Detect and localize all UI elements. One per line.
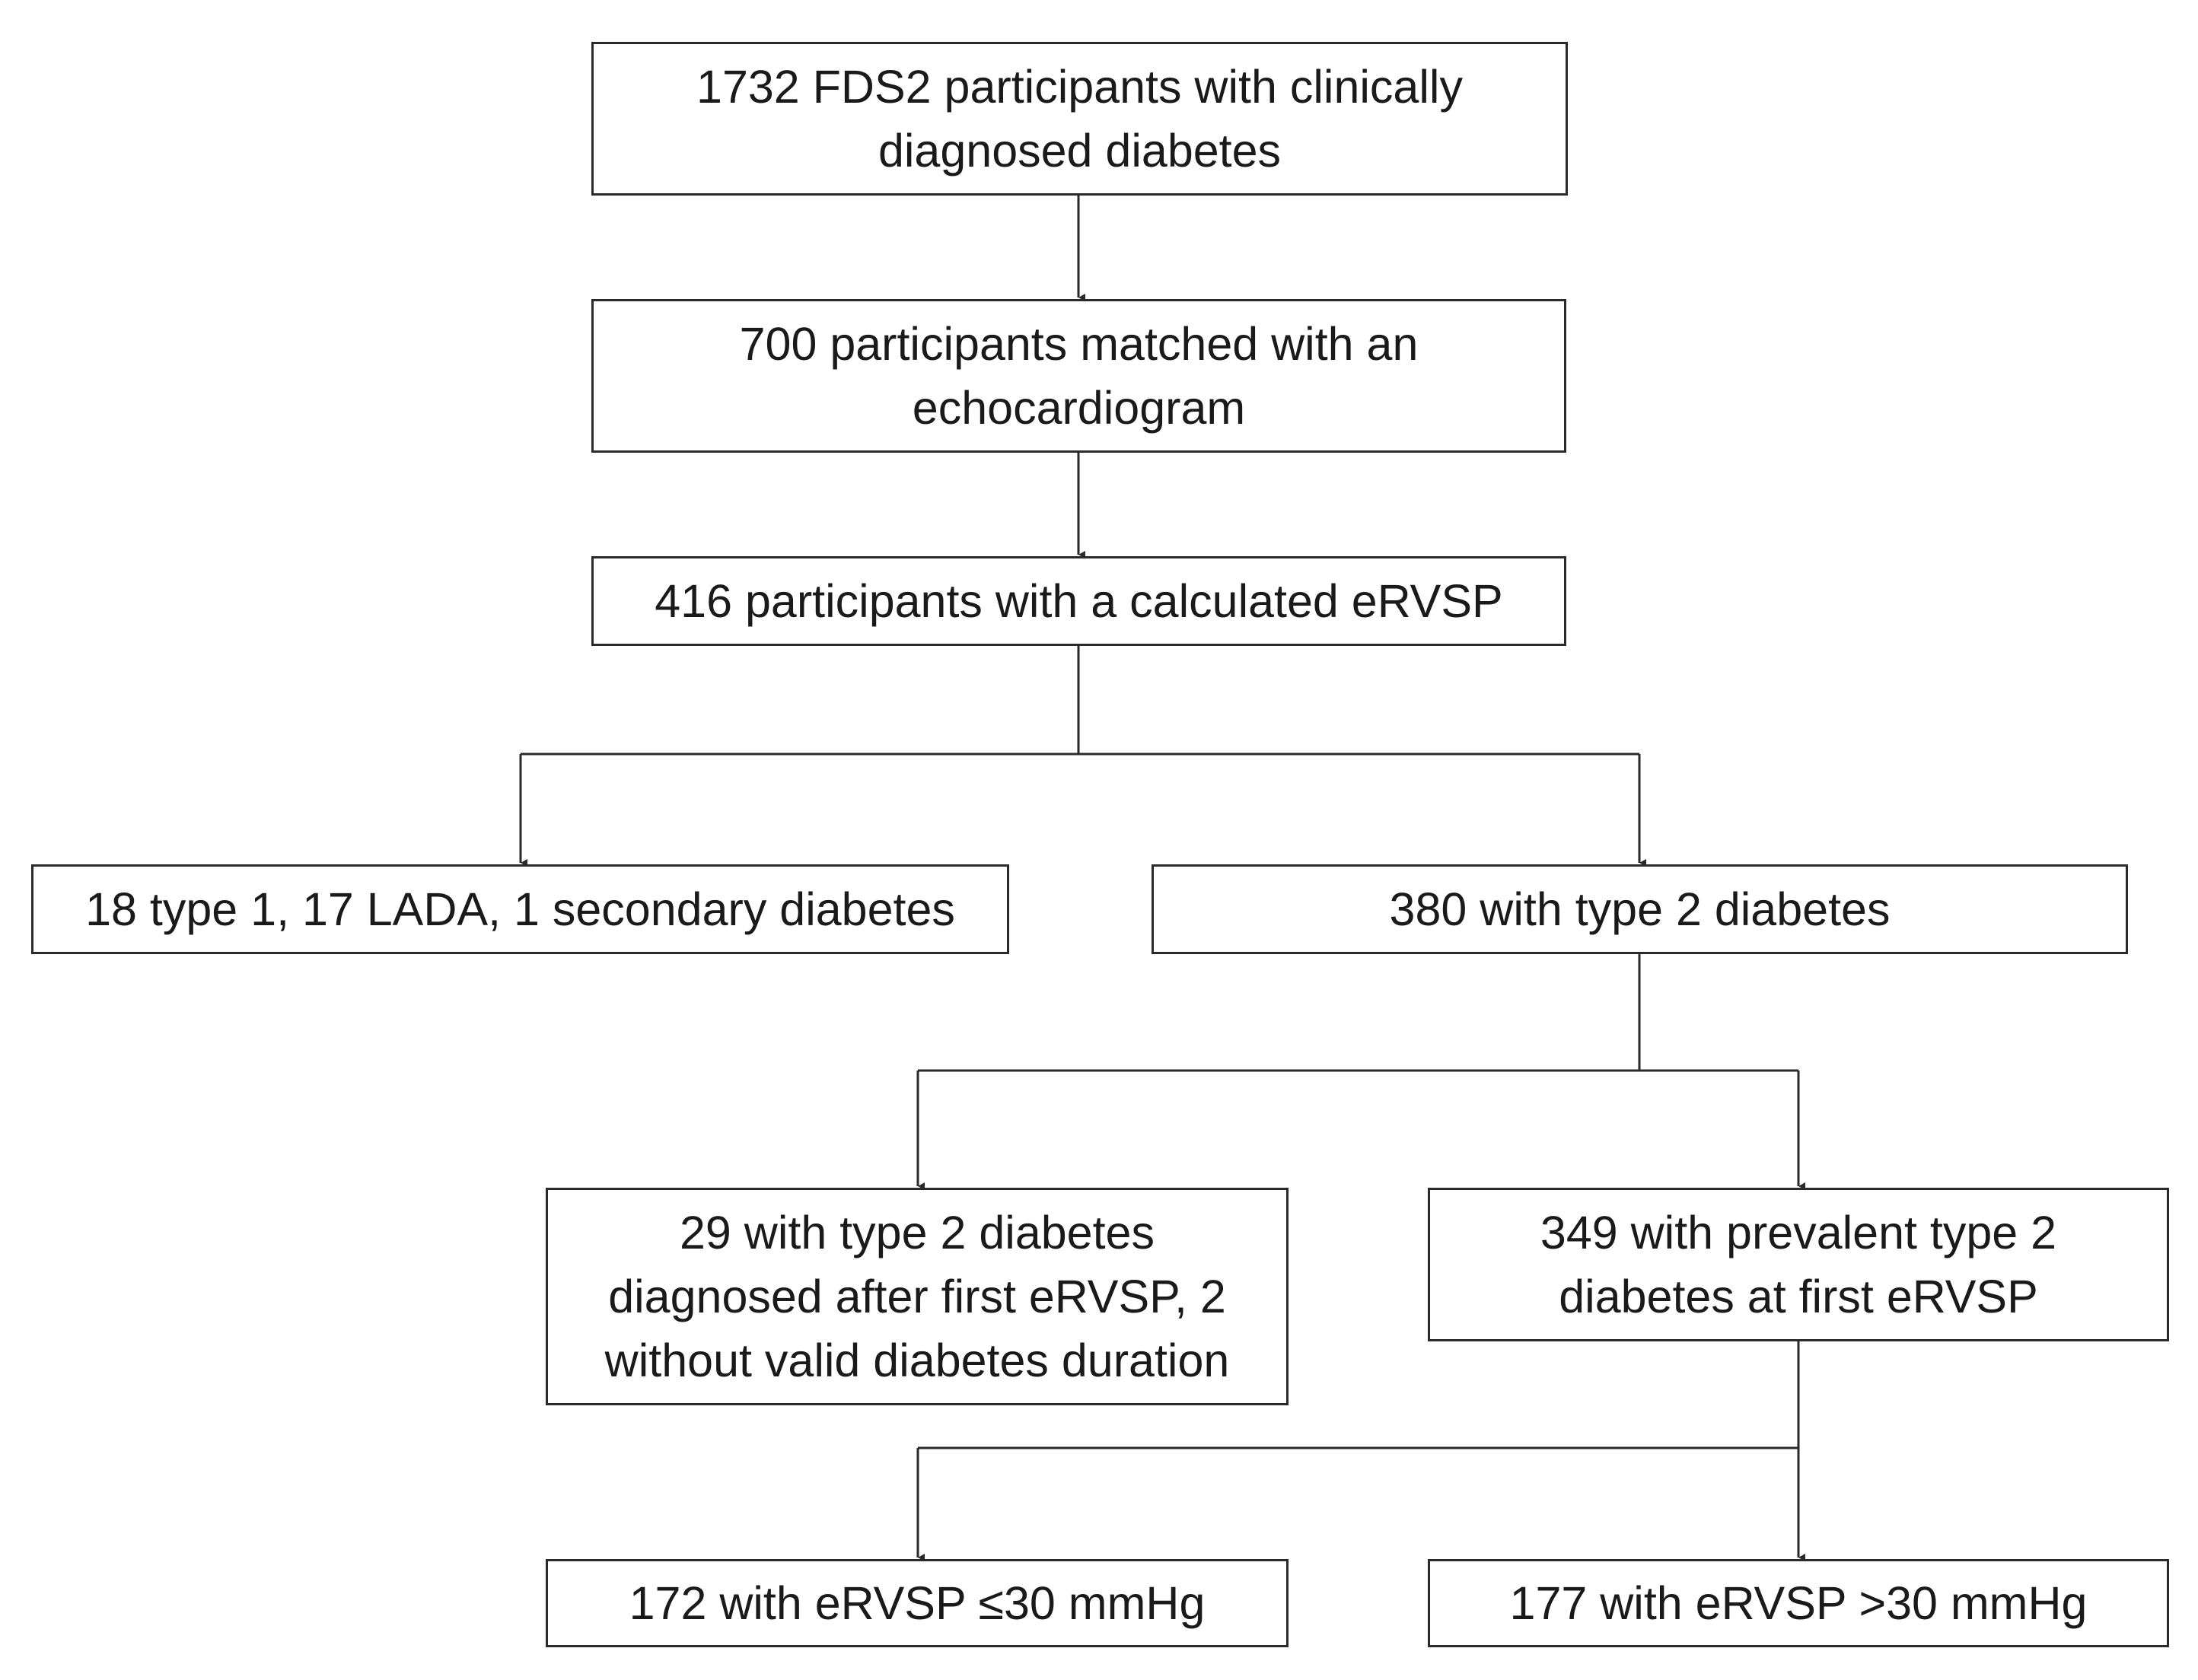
box-excluded-duration: 29 with type 2 diabetes diagnosed after … [546, 1188, 1289, 1405]
box-total-participants-label: 1732 FDS2 participants with clinically d… [696, 61, 1463, 177]
box-ervsp-high: 177 with eRVSP >30 mmHg [1428, 1559, 2169, 1647]
box-echocardiogram-matched: 700 participants matched with an echocar… [591, 299, 1566, 453]
box-calculated-ervsp: 416 participants with a calculated eRVSP [591, 556, 1566, 646]
box-type2-diabetes: 380 with type 2 diabetes [1152, 864, 2128, 954]
box-excluded-duration-label: 29 with type 2 diabetes diagnosed after … [604, 1207, 1230, 1386]
box-prevalent-type2: 349 with prevalent type 2 diabetes at fi… [1428, 1188, 2169, 1341]
box-ervsp-low: 172 with eRVSP ≤30 mmHg [546, 1559, 1289, 1647]
box-ervsp-low-label: 172 with eRVSP ≤30 mmHg [629, 1577, 1206, 1629]
box-excluded-diabetes-types: 18 type 1, 17 LADA, 1 secondary diabetes [31, 864, 1009, 954]
box-excluded-diabetes-types-label: 18 type 1, 17 LADA, 1 secondary diabetes [85, 883, 955, 935]
box-echocardiogram-matched-label: 700 participants matched with an echocar… [739, 318, 1419, 434]
box-type2-diabetes-label: 380 with type 2 diabetes [1389, 883, 1891, 935]
box-calculated-ervsp-label: 416 participants with a calculated eRVSP [655, 575, 1503, 627]
box-prevalent-type2-label: 349 with prevalent type 2 diabetes at fi… [1540, 1207, 2057, 1322]
box-ervsp-high-label: 177 with eRVSP >30 mmHg [1509, 1577, 2088, 1629]
box-total-participants: 1732 FDS2 participants with clinically d… [591, 42, 1568, 196]
